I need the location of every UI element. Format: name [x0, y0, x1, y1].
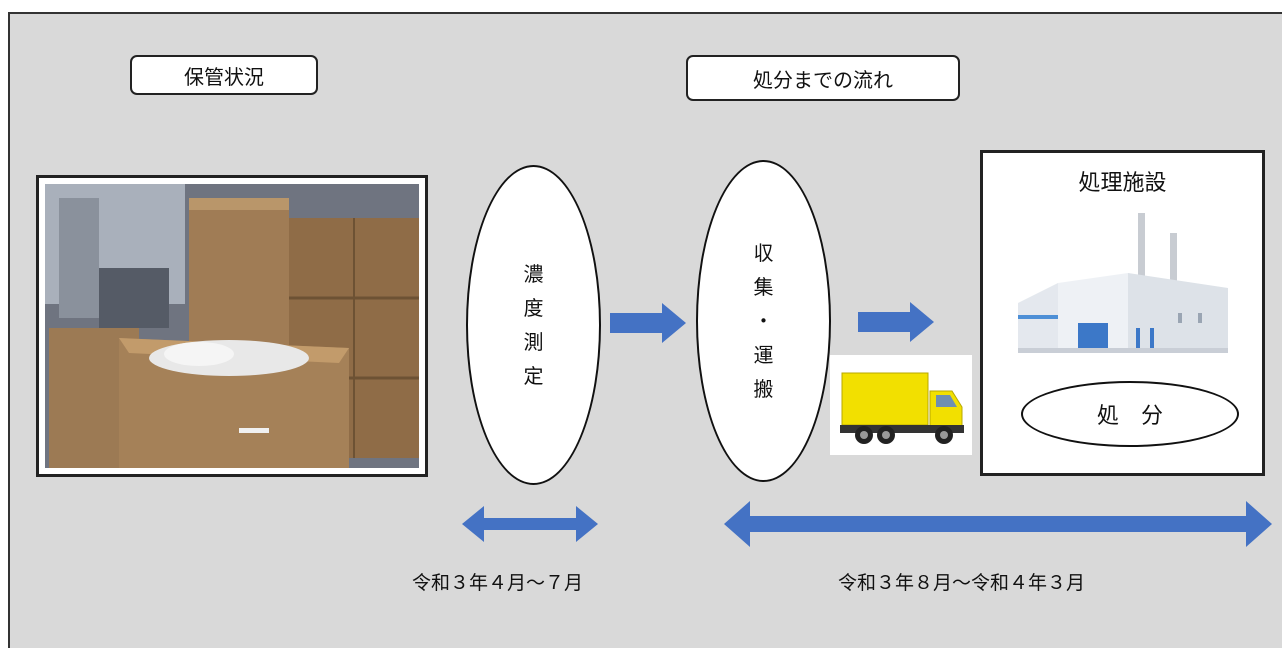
step-char: 定 [523, 364, 544, 388]
truck-icon-box [830, 355, 972, 455]
collection-transport-label: 収 集 ・ 運 搬 [754, 236, 774, 406]
step-char: ・ [753, 309, 774, 333]
concentration-measurement-step: 濃 度 測 定 [466, 165, 601, 485]
step-char: 収 [753, 241, 774, 265]
collection-transport-step: 収 集 ・ 運 搬 [696, 160, 831, 482]
flow-arrow-right-2 [858, 302, 934, 342]
step-char: 運 [753, 343, 774, 367]
disposal-ellipse: 処分 [1021, 381, 1239, 447]
step-char: 測 [523, 330, 544, 354]
transport-period-label: 令和３年８月～令和４年３月 [838, 572, 1086, 594]
step-char: 濃 [523, 262, 544, 286]
measurement-period-label: 令和３年４月～７月 [412, 572, 584, 594]
flow-title: 処分までの流れ [686, 55, 960, 101]
storage-photo [36, 175, 428, 477]
step-char: 度 [523, 296, 544, 320]
transport-period-arrow [724, 501, 1272, 547]
concentration-measurement-label: 濃 度 測 定 [524, 257, 544, 393]
flow-arrow-right-1 [610, 303, 686, 343]
truck-icon [840, 372, 964, 444]
step-char: 搬 [753, 377, 774, 401]
step-char: 集 [753, 275, 774, 299]
measurement-period-arrow [462, 506, 598, 542]
treatment-facility: 処理施設 処分 [980, 150, 1265, 476]
storage-title: 保管状況 [130, 55, 318, 95]
facility-title: 処理施設 [1078, 171, 1167, 196]
factory-icon [1018, 213, 1228, 353]
